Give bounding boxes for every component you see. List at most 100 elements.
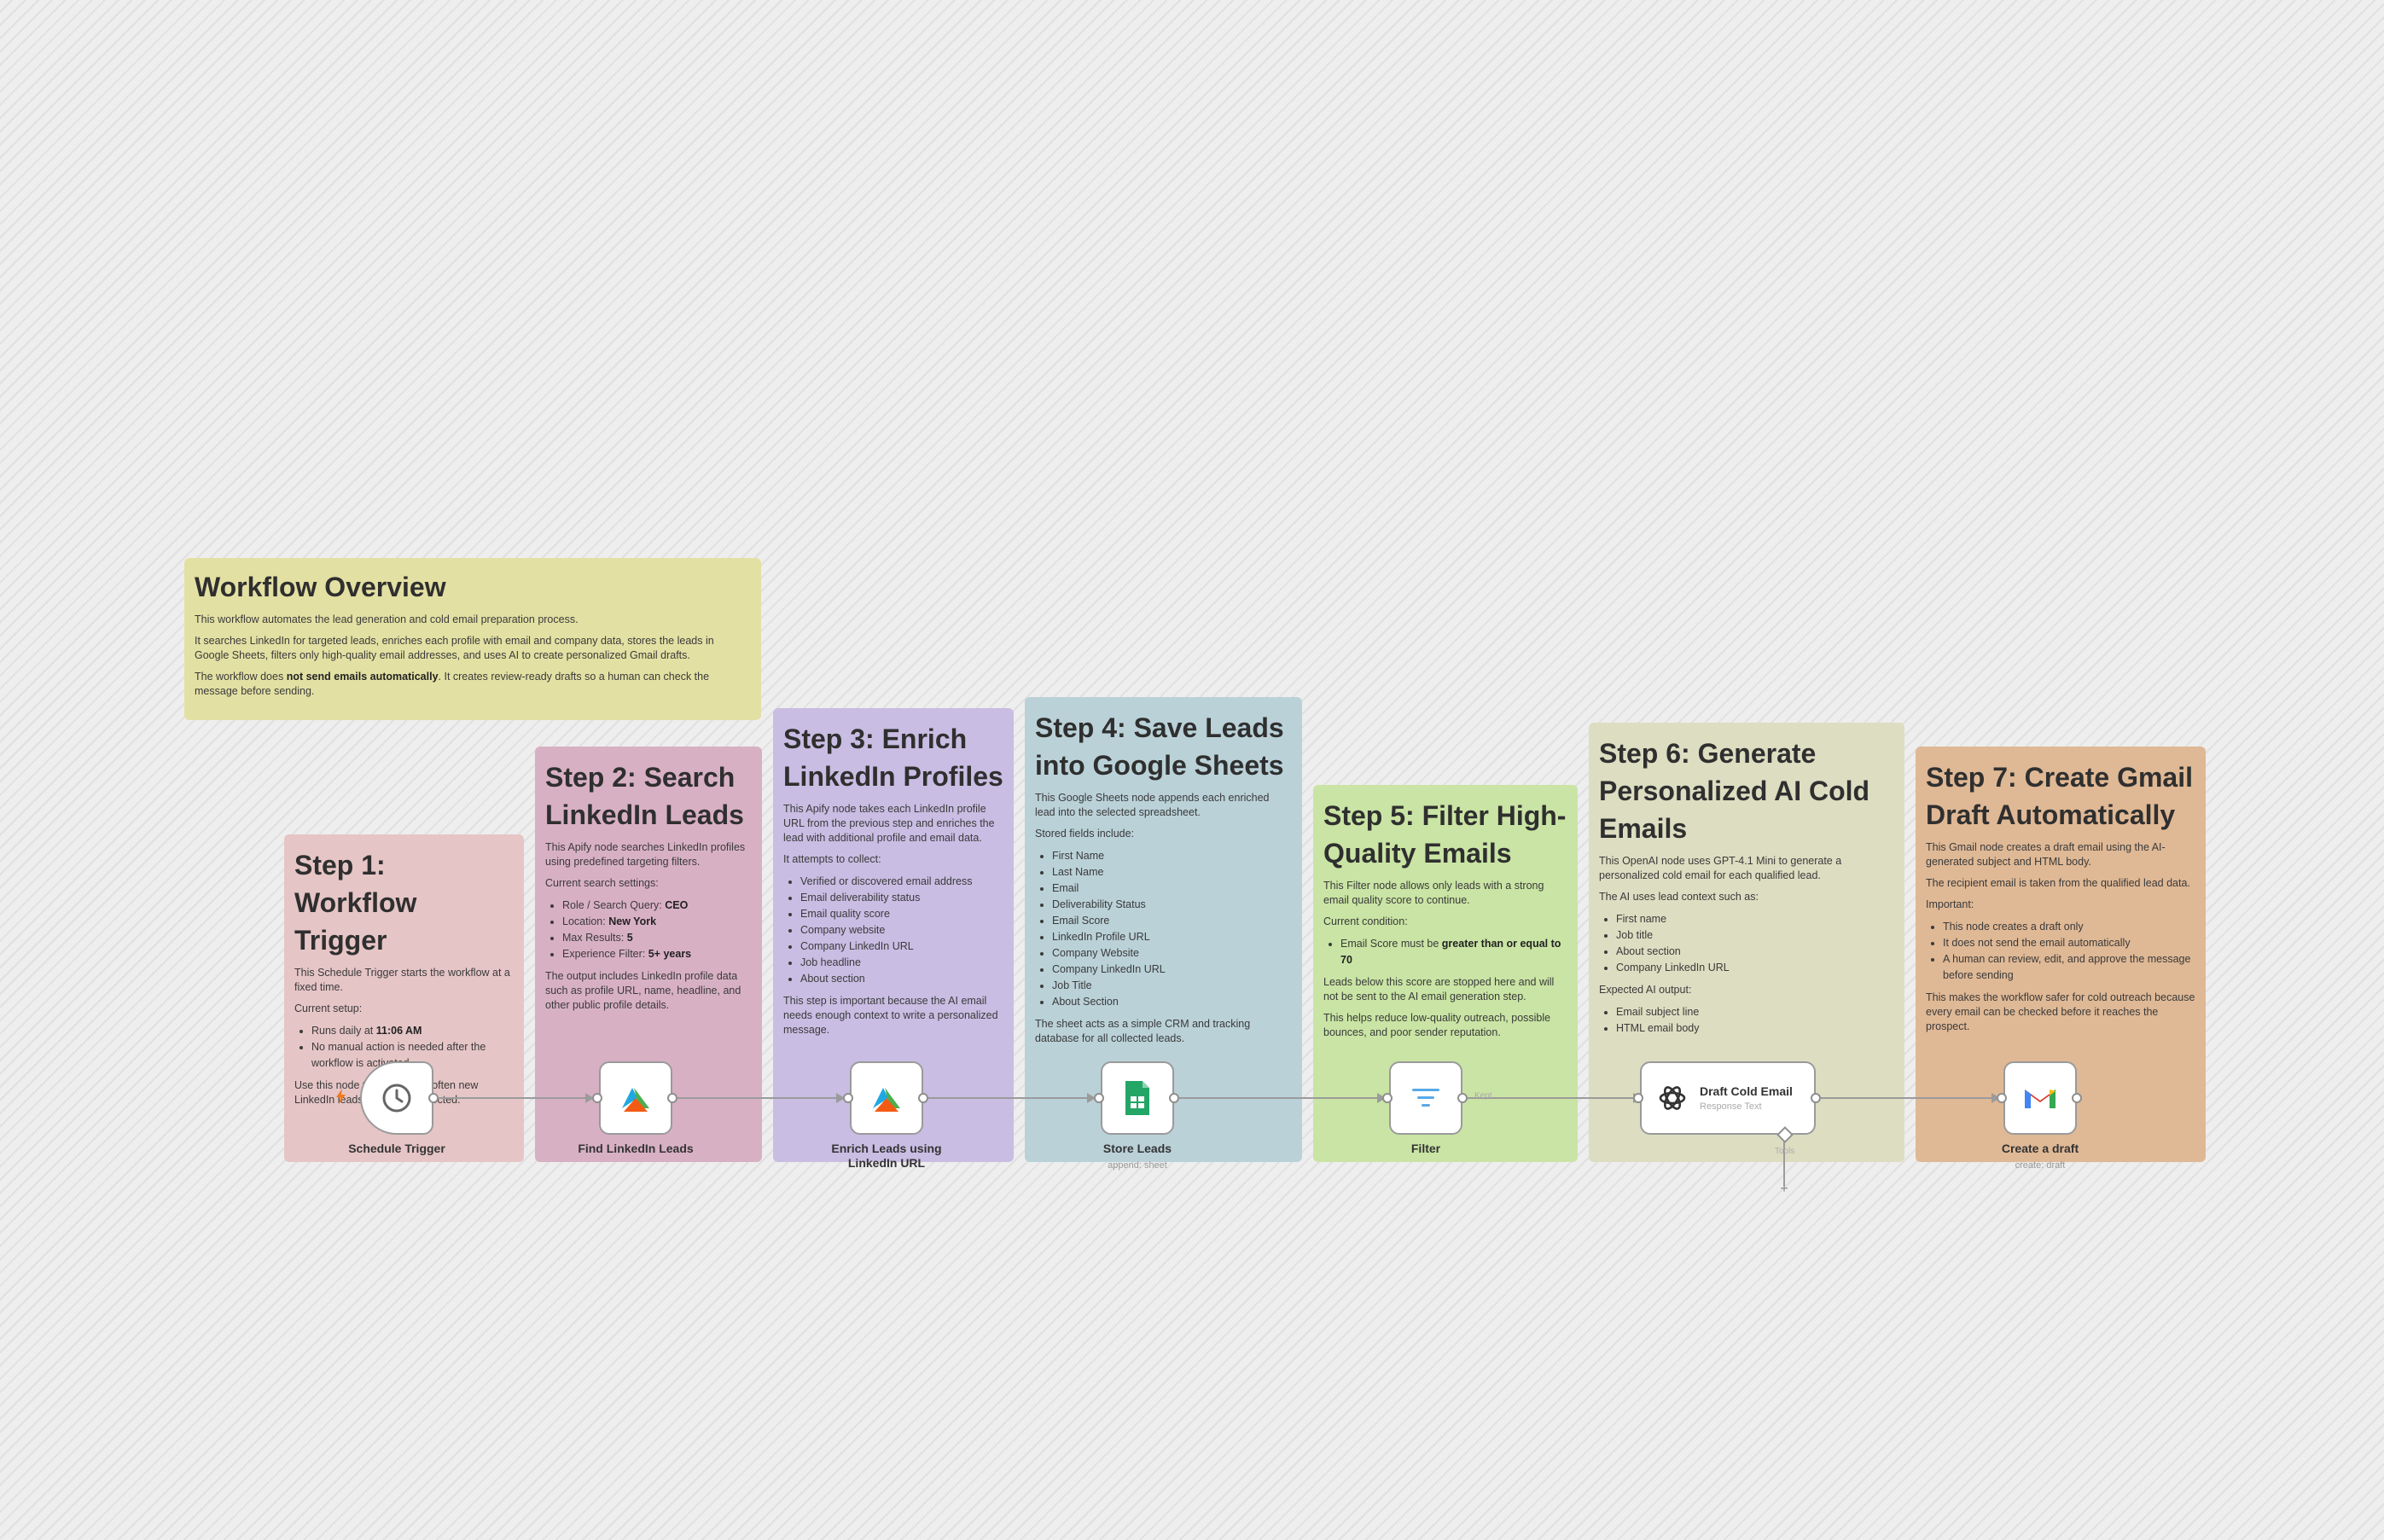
store-leads-subtitle: append: sheet (1108, 1160, 1167, 1171)
output-port[interactable] (918, 1093, 928, 1103)
enrich-leads-node[interactable] (850, 1061, 923, 1135)
step3-paragraph-1: This Apify node takes each LinkedIn prof… (783, 803, 995, 844)
step7-list: This node creates a draft only It does n… (1926, 919, 2195, 984)
step2-list-item: Location: New York (562, 914, 752, 930)
step4-list-item: LinkedIn Profile URL (1052, 929, 1292, 945)
input-port[interactable] (1094, 1093, 1104, 1103)
step1-title: Step 1: Workflow Trigger (294, 850, 417, 956)
step3-list-item: Email deliverability status (800, 890, 1003, 906)
step2-list-item: Experience Filter: 5+ years (562, 946, 752, 962)
enrich-leads-label: Enrich Leads using LinkedIn URL (831, 1142, 942, 1170)
arrow-head-icon (1087, 1093, 1096, 1103)
step3-list: Verified or discovered email address Ema… (783, 874, 1003, 987)
connection-find-to-enrich[interactable] (676, 1097, 838, 1099)
output-port[interactable] (2072, 1093, 2082, 1103)
create-draft-node[interactable] (2003, 1061, 2077, 1135)
step6-list-item: Company LinkedIn URL (1616, 960, 1894, 976)
step3-list-item: About section (800, 971, 1003, 987)
step6-list-item: First name (1616, 911, 1894, 927)
step4-list-item: About Section (1052, 994, 1292, 1010)
overview-sticky-note[interactable]: Workflow Overview This workflow automate… (184, 558, 761, 720)
schedule-trigger-node[interactable] (360, 1061, 433, 1135)
step4-title: Step 4: Save Leads into Google Sheets (1035, 712, 1284, 781)
draft-cold-email-node[interactable]: Draft Cold Email Response Text (1640, 1061, 1816, 1135)
step1-paragraph-1: This Schedule Trigger starts the workflo… (294, 967, 510, 993)
step4-list-item: Last Name (1052, 864, 1292, 880)
step4-list-item: Deliverability Status (1052, 897, 1292, 913)
step3-paragraph-2: It attempts to collect: (783, 853, 881, 865)
step6-list-item: Job title (1616, 927, 1894, 944)
step4-list-item: First Name (1052, 848, 1292, 864)
step3-list-item: Company website (800, 922, 1003, 939)
connection-store-to-filter[interactable] (1177, 1097, 1379, 1099)
output-port[interactable] (1169, 1093, 1179, 1103)
openai-logo-icon (1655, 1081, 1689, 1115)
draft-cold-email-title: Draft Cold Email (1700, 1084, 1793, 1098)
step3-title: Step 3: Enrich LinkedIn Profiles (783, 724, 1003, 792)
step5-paragraph-2: Current condition: (1323, 915, 1408, 927)
step2-paragraph-3: The output includes LinkedIn profile dat… (545, 970, 741, 1011)
input-port[interactable] (843, 1093, 853, 1103)
step7-list-item: This node creates a draft only (1943, 919, 2195, 935)
step5-title: Step 5: Filter High-Quality Emails (1323, 800, 1567, 869)
step6-paragraph-2: The AI uses lead context such as: (1599, 891, 1759, 903)
step4-list-item: Company Website (1052, 945, 1292, 962)
find-linkedin-leads-label: Find LinkedIn Leads (578, 1142, 694, 1155)
input-port[interactable] (592, 1093, 602, 1103)
step7-paragraph-2: The recipient email is taken from the qu… (1926, 877, 2190, 889)
output-port[interactable] (428, 1093, 439, 1103)
step3-list-item: Email quality score (800, 906, 1003, 922)
overview-p3-bold: not send emails automatically (286, 671, 439, 683)
connection-schedule-to-find[interactable] (437, 1097, 589, 1099)
step6-paragraph-1: This OpenAI node uses GPT-4.1 Mini to ge… (1599, 855, 1842, 881)
input-port[interactable] (1997, 1093, 2007, 1103)
add-tool-plus-icon[interactable]: + (1780, 1182, 1788, 1196)
step7-list-item: A human can review, edit, and approve th… (1943, 951, 2195, 984)
step2-title: Step 2: Search LinkedIn Leads (545, 762, 744, 830)
input-port[interactable] (1633, 1093, 1643, 1103)
connection-filter-to-draft[interactable] (1466, 1097, 1635, 1099)
overview-title: Workflow Overview (195, 572, 446, 602)
create-draft-subtitle: create: draft (2015, 1160, 2066, 1171)
input-port[interactable] (1382, 1093, 1393, 1103)
tools-connection[interactable] (1783, 1136, 1785, 1186)
arrow-head-icon (836, 1093, 845, 1103)
step4-list-item: Email Score (1052, 913, 1292, 929)
clock-icon (380, 1081, 414, 1115)
google-sheets-icon (1122, 1079, 1153, 1117)
step6-paragraph-3: Expected AI output: (1599, 984, 1692, 996)
find-linkedin-leads-node[interactable] (599, 1061, 672, 1135)
draft-cold-email-subtitle: Response Text (1700, 1101, 1762, 1112)
trigger-lightning-icon (332, 1087, 351, 1106)
step2-list: Role / Search Query: CEO Location: New Y… (545, 898, 752, 962)
arrow-head-icon (1377, 1093, 1386, 1103)
output-port[interactable] (667, 1093, 677, 1103)
step4-paragraph-3: The sheet acts as a simple CRM and track… (1035, 1018, 1251, 1044)
step4-list-item: Company LinkedIn URL (1052, 962, 1292, 978)
filter-icon (1408, 1080, 1444, 1116)
step4-list: First Name Last Name Email Deliverabilit… (1035, 848, 1292, 1010)
step7-paragraph-4: This makes the workflow safer for cold o… (1926, 991, 2195, 1032)
output-port[interactable] (1457, 1093, 1468, 1103)
connection-enrich-to-store[interactable] (927, 1097, 1089, 1099)
step7-paragraph-1: This Gmail node creates a draft email us… (1926, 841, 2166, 868)
tools-port-label: Tools (1775, 1147, 1795, 1156)
store-leads-node[interactable] (1101, 1061, 1174, 1135)
arrow-head-icon (1992, 1093, 2000, 1103)
overview-paragraph-3: The workflow does not send emails automa… (195, 670, 751, 699)
step6-output-item: Email subject line (1616, 1004, 1894, 1020)
step4-paragraph-2: Stored fields include: (1035, 828, 1135, 840)
step3-paragraph-3: This step is important because the AI em… (783, 995, 998, 1036)
step6-list-item: About section (1616, 944, 1894, 960)
filter-node[interactable] (1389, 1061, 1462, 1135)
create-draft-label: Create a draft (2001, 1142, 2079, 1155)
output-port[interactable] (1811, 1093, 1821, 1103)
step2-paragraph-2: Current search settings: (545, 877, 659, 889)
overview-paragraph-1: This workflow automates the lead generat… (195, 613, 579, 625)
connection-draft-to-gmail[interactable] (1817, 1097, 1993, 1099)
schedule-trigger-label: Schedule Trigger (348, 1142, 445, 1155)
step6-output-list: Email subject line HTML email body (1599, 1004, 1894, 1037)
step6-title: Step 6: Generate Personalized AI Cold Em… (1599, 738, 1870, 844)
step5-paragraph-1: This Filter node allows only leads with … (1323, 880, 1544, 906)
